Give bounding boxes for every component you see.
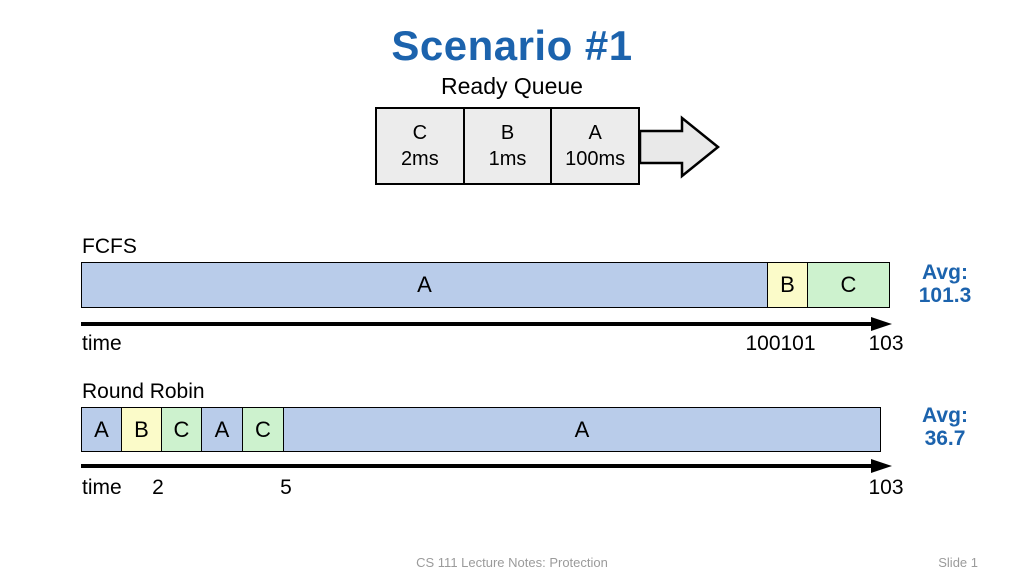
- fcfs-gantt-bar: A B C: [81, 262, 890, 308]
- segment-label: B: [780, 272, 795, 297]
- avg-label: Avg:: [922, 261, 968, 284]
- rr-segment-a1: A: [81, 407, 122, 452]
- avg-label: Avg:: [922, 404, 968, 427]
- round-robin-label: Round Robin: [82, 380, 205, 403]
- tick-2: 2: [152, 476, 164, 499]
- fcfs-time-axis: [81, 317, 892, 331]
- segment-label: B: [134, 416, 149, 442]
- fcfs-avg-block: Avg: 101.3: [899, 261, 991, 307]
- segment-label: C: [173, 416, 190, 442]
- ready-queue: C 2ms B 1ms A 100ms: [375, 107, 640, 185]
- axis-arrowhead-icon: [871, 459, 892, 473]
- axis-label-time: time: [82, 476, 122, 499]
- segment-label: A: [214, 416, 230, 442]
- round-robin-time-axis: [81, 459, 892, 473]
- round-robin-gantt-bar: A B C A C A: [81, 407, 881, 452]
- avg-value: 101.3: [918, 284, 972, 307]
- queue-cell-duration: 100ms: [565, 148, 626, 170]
- rr-segment-c1: C: [161, 407, 202, 452]
- avg-value: 36.7: [924, 427, 966, 450]
- tick-5: 5: [280, 476, 292, 499]
- rr-segment-c2: C: [242, 407, 284, 452]
- rr-segment-b: B: [121, 407, 162, 452]
- segment-label: A: [417, 272, 432, 297]
- axis-arrowhead-icon: [871, 317, 892, 331]
- queue-cell-duration: 2ms: [400, 148, 439, 170]
- rr-segment-a3: A: [283, 407, 881, 452]
- queue-cell-b: B 1ms: [462, 109, 551, 183]
- fcfs-segment-a: A: [81, 262, 768, 308]
- queue-cell-process: B: [500, 122, 515, 144]
- queue-cell-process: C: [412, 122, 428, 144]
- ready-queue-label: Ready Queue: [441, 73, 583, 99]
- segment-label: A: [94, 416, 109, 442]
- round-robin-avg-block: Avg: 36.7: [899, 404, 991, 450]
- fcfs-label: FCFS: [82, 235, 137, 258]
- tick-103: 103: [868, 476, 904, 499]
- fcfs-segment-b: B: [767, 262, 808, 308]
- rr-segment-a2: A: [201, 407, 243, 452]
- slide-title: Scenario #1: [391, 22, 633, 69]
- axis-label-time: time: [82, 332, 122, 355]
- queue-arrow-icon: [638, 115, 720, 179]
- queue-cell-a: A 100ms: [550, 109, 639, 183]
- queue-cell-process: A: [588, 122, 602, 144]
- segment-label: C: [255, 416, 271, 442]
- segment-label: A: [574, 416, 590, 442]
- footer-course-title: CS 111 Lecture Notes: Protection: [416, 555, 608, 570]
- fcfs-segment-c: C: [807, 262, 890, 308]
- footer-slide-number: Slide 1: [938, 555, 978, 570]
- tick-100: 100: [745, 332, 781, 355]
- tick-103: 103: [868, 332, 904, 355]
- tick-101: 101: [780, 332, 816, 355]
- segment-label: C: [840, 272, 857, 297]
- queue-cell-c: C 2ms: [377, 109, 463, 183]
- queue-cell-duration: 1ms: [488, 148, 527, 170]
